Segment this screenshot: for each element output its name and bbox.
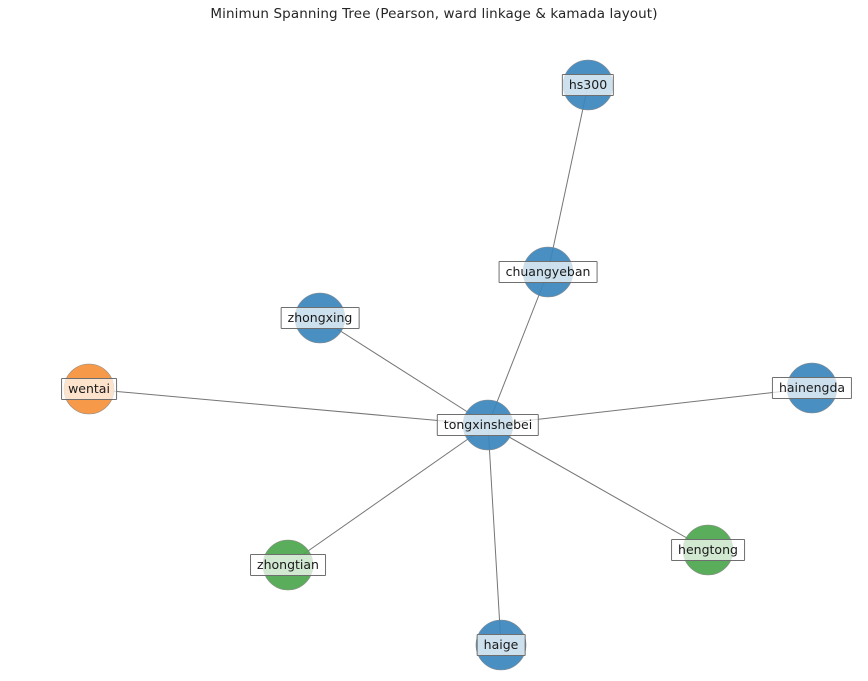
node-label-zhongxing: zhongxing bbox=[280, 306, 360, 330]
edge-layer bbox=[88, 84, 813, 646]
node-layer bbox=[63, 59, 838, 671]
node-label-haige: haige bbox=[476, 633, 526, 657]
graph-edge bbox=[487, 424, 502, 646]
graph-edge bbox=[88, 388, 489, 426]
node-label-hs300: hs300 bbox=[561, 73, 615, 97]
graph-edge bbox=[487, 387, 813, 426]
graph-edge bbox=[547, 84, 589, 273]
node-label-hainengda: hainengda bbox=[771, 376, 853, 400]
page-title: Minimun Spanning Tree (Pearson, ward lin… bbox=[210, 6, 658, 22]
graph-edge bbox=[287, 424, 489, 566]
node-label-chuangyeban: chuangyeban bbox=[498, 260, 598, 284]
node-label-wentai: wentai bbox=[61, 377, 117, 401]
graph-edge bbox=[487, 271, 549, 426]
graph-edge bbox=[319, 317, 489, 426]
node-label-hengtong: hengtong bbox=[671, 538, 745, 562]
node-label-zhongtian: zhongtian bbox=[250, 553, 326, 577]
graph-edge bbox=[487, 424, 709, 551]
node-label-tongxinshebei: tongxinshebei bbox=[436, 413, 540, 437]
